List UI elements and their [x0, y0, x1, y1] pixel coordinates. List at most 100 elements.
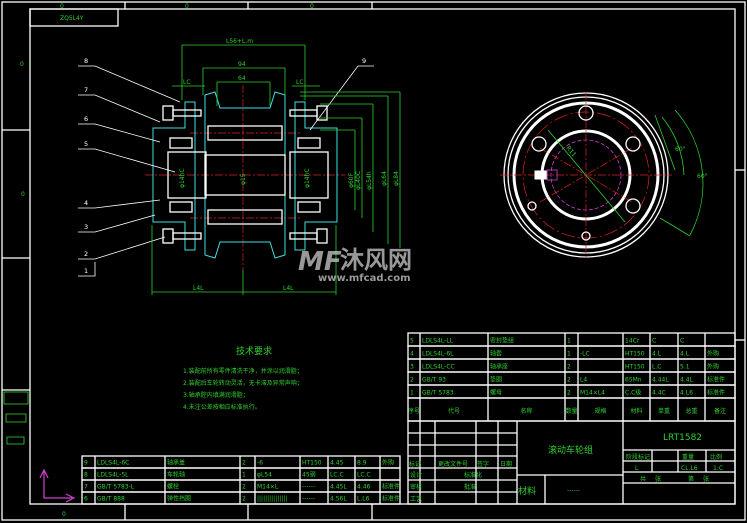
bolt — [289, 105, 328, 121]
tech-req-line: 1.装配前所有零件清洗干净，并涂以润滑脂； — [183, 367, 303, 375]
balloon-1: 1 — [84, 267, 88, 275]
balloon-5: 5 — [84, 140, 88, 148]
table-cell: 轴承座 — [490, 363, 508, 371]
bolt-holes — [527, 105, 641, 241]
dim-left-gap: LC — [183, 79, 191, 86]
table-cell: 14Cr — [625, 338, 640, 345]
dim-diam-4: φL64 — [381, 171, 388, 186]
table-cell: GB/T 93 — [422, 377, 446, 384]
label-sheet: 张 — [703, 475, 709, 483]
zone-label: 0 — [60, 3, 64, 10]
label-scale: 比例 — [710, 453, 722, 461]
table-cell: ||||||||||||||| — [257, 496, 287, 503]
balloon-8: 8 — [84, 57, 88, 65]
zone-label: 0 — [310, 3, 314, 10]
table-cell: 4.L6 — [680, 390, 693, 397]
table-cell: LC.C — [357, 472, 371, 479]
table-cell: C — [680, 338, 684, 345]
axle-center — [204, 154, 286, 196]
scale-value: 1:C — [713, 465, 723, 472]
column-header: 单重 — [658, 407, 670, 415]
end-view: 60° 60° R11 — [500, 92, 708, 258]
table-cell: 2 — [567, 364, 571, 371]
table-cell: 4.4C — [652, 390, 666, 397]
column-header: 序号 — [408, 407, 420, 415]
table-cell: 5 — [410, 338, 414, 345]
balloon-3: 3 — [84, 223, 88, 231]
table-cell: LDLS4L-5L — [97, 472, 129, 479]
column-header: 备注 — [714, 407, 726, 415]
left-bearing-housing — [152, 101, 196, 251]
table-cell: L4 — [580, 377, 587, 384]
dim-diam-5: φL84 — [393, 171, 400, 186]
bolt — [162, 228, 202, 244]
table-cell: 4.L — [652, 351, 662, 358]
label-weight: 重量 — [682, 453, 694, 461]
table-cell: φL54 — [257, 472, 272, 479]
table-cell: HT150 — [625, 351, 645, 358]
dim-right-half: L4L — [283, 285, 294, 292]
table-cell: 外购 — [707, 363, 719, 371]
table-cell: 2 — [242, 484, 246, 491]
table-cell: C — [652, 338, 656, 345]
angle-label: 60° — [697, 173, 708, 180]
table-cell: -LC — [580, 351, 590, 358]
side-label: 0 — [20, 61, 24, 68]
table-cell: 车轮轴 — [167, 471, 185, 479]
dim-left-half: L4L — [193, 285, 204, 292]
column-header: 材料 — [630, 407, 642, 415]
table-cell: 2 — [410, 377, 414, 384]
label-date: 日期 — [500, 460, 512, 468]
angle-label: 60° — [675, 146, 686, 153]
table-cell: 4.44L — [652, 377, 669, 384]
table-cell: 9 — [84, 460, 88, 467]
dim-overall-width: L56+L.m — [226, 38, 253, 45]
table-cell: 1 — [567, 338, 571, 345]
tech-req-line: 3.轴承腔内填满润滑脂； — [183, 391, 249, 399]
table-cell: LDLS4L-6L — [422, 351, 454, 358]
drawing-code-box — [29, 8, 119, 27]
weight-value: CL.L6 — [681, 465, 698, 472]
column-header: 名称 — [520, 407, 532, 415]
table-cell: 轴承盖 — [167, 459, 185, 467]
table-cell: 螺栓 — [167, 483, 179, 491]
label-stage: 阶段标记 — [626, 453, 650, 461]
dim-shaft-right: φ14hC — [304, 168, 311, 188]
svg-text:www.mfcad.com: www.mfcad.com — [318, 273, 411, 284]
column-header: 数量 — [565, 407, 577, 415]
tech-req-title: 技术要求 — [236, 345, 272, 357]
table-cell: 3 — [410, 364, 414, 371]
table-cell: 1 — [567, 351, 571, 358]
table-cell: 65Mn — [625, 377, 642, 384]
table-cell: 4 — [410, 351, 414, 358]
svg-text:沐风网: 沐风网 — [340, 246, 412, 274]
table-cell: 7 — [84, 484, 88, 491]
label-sheet-no: 第 — [688, 475, 694, 483]
table-cell: 密封垫组 — [490, 337, 514, 345]
label-design: 设计 — [410, 471, 422, 479]
left-shaft — [167, 151, 207, 199]
column-header: 总重 — [685, 407, 697, 415]
section-view: 8 7 6 5 4 3 2 1 9 L56+L.m 94 64 LC LC L4… — [78, 38, 401, 295]
zone-label: 0 — [62, 511, 66, 518]
table-cell: 标准件 — [707, 389, 725, 397]
table-cell: 1 — [242, 472, 246, 479]
dim-right-gap: LC — [296, 79, 304, 86]
dim-diam-1: φ60F — [348, 172, 355, 188]
watermark-logo: MF 沐风网 www.mfcad.com — [298, 246, 412, 284]
table-cell: LDLS4L-6C — [97, 460, 129, 467]
table-cell: 8.9 — [357, 460, 367, 467]
table-cell: 垫圈 — [490, 376, 502, 384]
label-change-doc: 更改文件号 — [438, 460, 468, 468]
bolt — [289, 228, 328, 244]
leader-lines — [78, 65, 374, 277]
balloon-9: 9 — [362, 57, 366, 65]
table-header-row: 序号代号名称数量规格材料单重总重备注 — [407, 397, 736, 422]
